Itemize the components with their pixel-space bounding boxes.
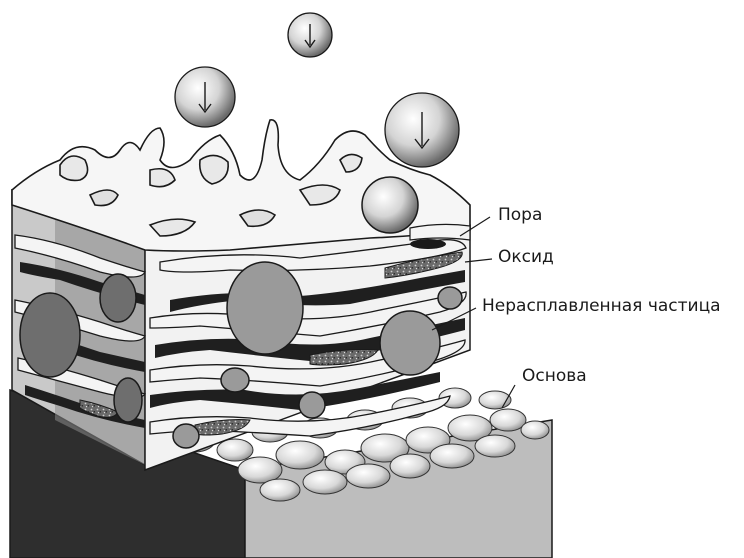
label-pore: Пора	[498, 205, 542, 225]
droplet-small	[288, 13, 332, 57]
label-unmelted-particle: Нерасплавленная частица	[482, 296, 721, 316]
label-substrate: Основа	[522, 366, 587, 386]
droplet-medium	[175, 67, 235, 127]
droplet-large	[385, 93, 459, 167]
label-oxide: Оксид	[498, 247, 554, 267]
pore-void	[410, 239, 446, 249]
